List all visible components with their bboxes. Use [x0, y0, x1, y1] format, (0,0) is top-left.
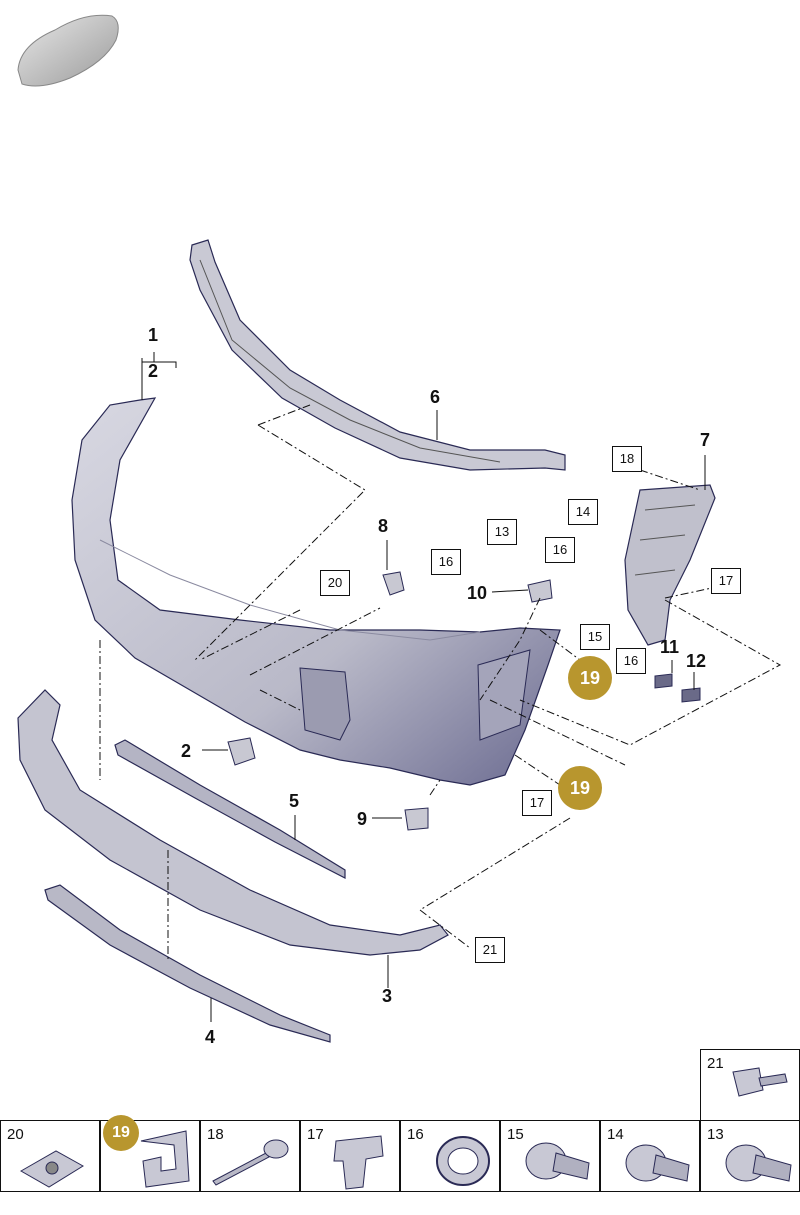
- callout-10: 10: [467, 583, 488, 603]
- callout-12: 12: [686, 651, 707, 671]
- legend-label-16: 16: [407, 1126, 424, 1143]
- callout-1: 1: [148, 325, 159, 345]
- car-thumbnail-icon: [17, 14, 119, 87]
- box-20: 20: [320, 570, 350, 596]
- sensor-icon: [525, 1142, 590, 1180]
- callout-7: 7: [700, 430, 711, 450]
- part-4-trim-strip: [44, 884, 331, 1043]
- legend-label-21: 21: [707, 1055, 724, 1072]
- box-16-top: 16: [545, 537, 575, 563]
- box-13: 13: [487, 519, 517, 545]
- box-16-right: 16: [616, 648, 646, 674]
- callout-9: 9: [357, 809, 368, 829]
- bracket-clip-icon: [140, 1130, 190, 1188]
- legend-label-15: 15: [507, 1126, 524, 1143]
- part-2-cap: [227, 737, 256, 766]
- legend-cell-15: 15: [500, 1120, 600, 1192]
- box-15: 15: [580, 624, 610, 650]
- part-7-bracket: [624, 484, 716, 646]
- part-6-upper-strip: [189, 239, 566, 471]
- callout-2-cap: 2: [181, 741, 192, 761]
- callout-8: 8: [378, 516, 389, 536]
- part-10-clip: [527, 579, 553, 603]
- badge-19-upper: 19: [568, 656, 612, 700]
- push-clip-icon: [333, 1135, 384, 1190]
- callout-2: 2: [148, 361, 159, 381]
- box-16-mid: 16: [431, 549, 461, 575]
- nut-clip-icon: [19, 1150, 84, 1188]
- air-intake: [299, 667, 351, 741]
- callout-5: 5: [289, 791, 300, 811]
- part-9-clip: [404, 807, 429, 831]
- legend-cell-20: 20: [0, 1120, 100, 1192]
- part-11-pad: [654, 673, 673, 689]
- callout-3: 3: [382, 986, 393, 1006]
- box-17-lower: 17: [522, 790, 552, 816]
- rivet-icon: [212, 1139, 289, 1186]
- box-17-right: 17: [711, 568, 741, 594]
- legend-badge-19: 19: [103, 1115, 139, 1151]
- part-8-clip: [382, 571, 405, 596]
- badge-19-lower: 19: [558, 766, 602, 810]
- box-21: 21: [475, 937, 505, 963]
- legend-label-20: 20: [7, 1126, 24, 1143]
- legend-cell-16: 16: [400, 1120, 500, 1192]
- ring-icon: [436, 1136, 490, 1186]
- legend-cell-19: 19: [100, 1115, 200, 1192]
- part-3-lower-spoiler: [17, 689, 449, 956]
- screw-icon: [732, 1067, 788, 1097]
- callout-11: 11: [660, 637, 680, 657]
- callout-4: 4: [205, 1027, 216, 1047]
- legend-cell-21: 21: [700, 1049, 800, 1121]
- box-14: 14: [568, 499, 598, 525]
- legend-cell-18: 18: [200, 1120, 300, 1192]
- legend-cell-17: 17: [300, 1120, 400, 1192]
- sensor-icon: [625, 1144, 690, 1182]
- legend-label-17: 17: [307, 1126, 324, 1143]
- legend-cell-14: 14: [600, 1120, 700, 1192]
- legend-label-13: 13: [707, 1126, 724, 1143]
- part-5-grille-strip: [114, 739, 346, 879]
- box-18: 18: [612, 446, 642, 472]
- legend-label-18: 18: [207, 1126, 224, 1143]
- callout-6: 6: [430, 387, 441, 407]
- part-12-pad: [681, 687, 701, 703]
- sensor-icon: [725, 1144, 792, 1182]
- legend-cell-13: 13: [700, 1120, 800, 1192]
- part-1-bumper-cover: [71, 397, 561, 786]
- legend-label-14: 14: [607, 1126, 624, 1143]
